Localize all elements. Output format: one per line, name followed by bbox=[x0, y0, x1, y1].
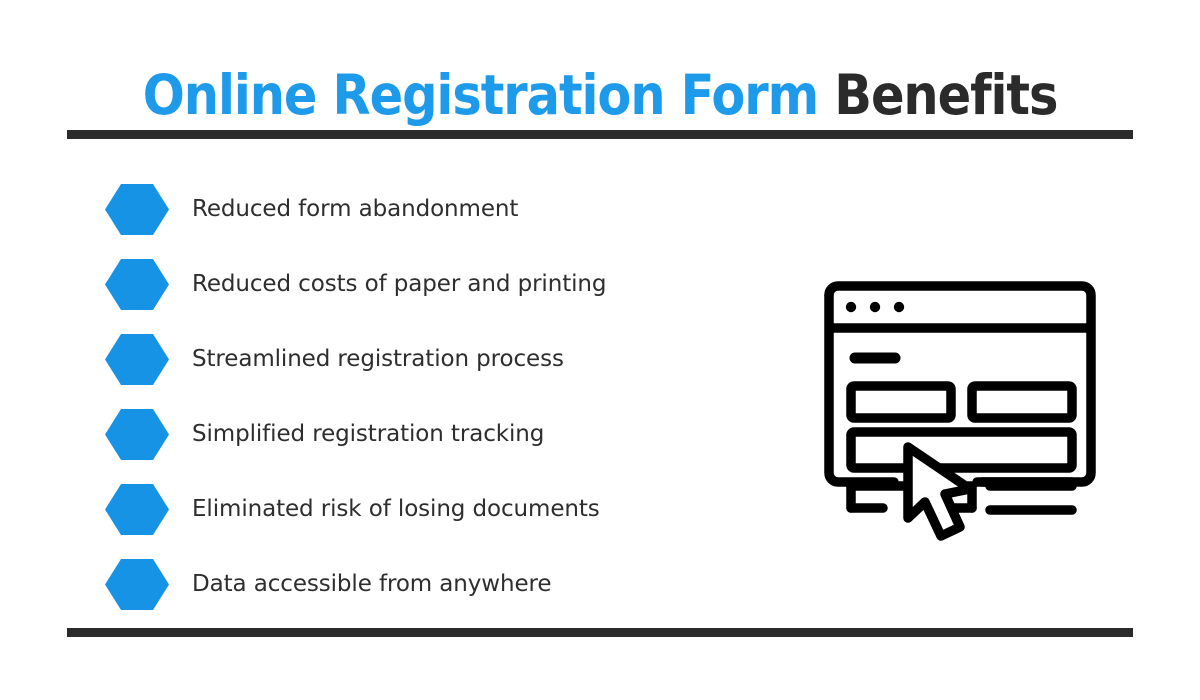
divider-bottom bbox=[67, 628, 1133, 637]
benefit-label: Streamlined registration process bbox=[192, 346, 564, 372]
page-title: Online Registration Form Benefits bbox=[0, 64, 1200, 126]
browser-window-frame bbox=[824, 281, 1096, 487]
title-space bbox=[818, 63, 834, 127]
list-item: Simplified registration tracking bbox=[105, 397, 725, 472]
hexagon-bullet-icon bbox=[105, 334, 169, 385]
benefits-list: Reduced form abandonment Reduced costs o… bbox=[105, 172, 725, 622]
list-item: Eliminated risk of losing documents bbox=[105, 472, 725, 547]
form-input-right[interactable] bbox=[967, 381, 1077, 423]
benefit-label: Data accessible from anywhere bbox=[192, 571, 552, 597]
benefit-label: Reduced costs of paper and printing bbox=[192, 271, 607, 297]
form-input-left[interactable] bbox=[846, 381, 956, 423]
window-dot-icon-1 bbox=[845, 301, 857, 313]
hexagon-bullet-icon bbox=[105, 484, 169, 535]
benefit-label: Reduced form abandonment bbox=[192, 196, 519, 222]
list-item: Streamlined registration process bbox=[105, 322, 725, 397]
hexagon-bullet-icon bbox=[105, 184, 169, 235]
list-item: Reduced costs of paper and printing bbox=[105, 247, 725, 322]
title-primary-text: Online Registration Form bbox=[142, 63, 819, 127]
list-item: Reduced form abandonment bbox=[105, 172, 725, 247]
hexagon-bullet-icon bbox=[105, 409, 169, 460]
window-dot-icon-3 bbox=[893, 301, 905, 313]
mouse-cursor-arrow-icon bbox=[903, 442, 975, 541]
form-input-full-width[interactable] bbox=[846, 427, 1077, 473]
title-secondary-text: Benefits bbox=[834, 63, 1058, 127]
benefit-label: Eliminated risk of losing documents bbox=[192, 496, 600, 522]
benefit-label: Simplified registration tracking bbox=[192, 421, 545, 447]
window-dot-icon-2 bbox=[869, 301, 881, 313]
title-line: Online Registration Form Benefits bbox=[142, 63, 1059, 127]
hexagon-bullet-icon bbox=[105, 259, 169, 310]
divider-top bbox=[67, 130, 1133, 139]
hexagon-bullet-icon bbox=[105, 559, 169, 610]
list-item: Data accessible from anywhere bbox=[105, 547, 725, 622]
online-form-window-illustration bbox=[800, 240, 1120, 560]
